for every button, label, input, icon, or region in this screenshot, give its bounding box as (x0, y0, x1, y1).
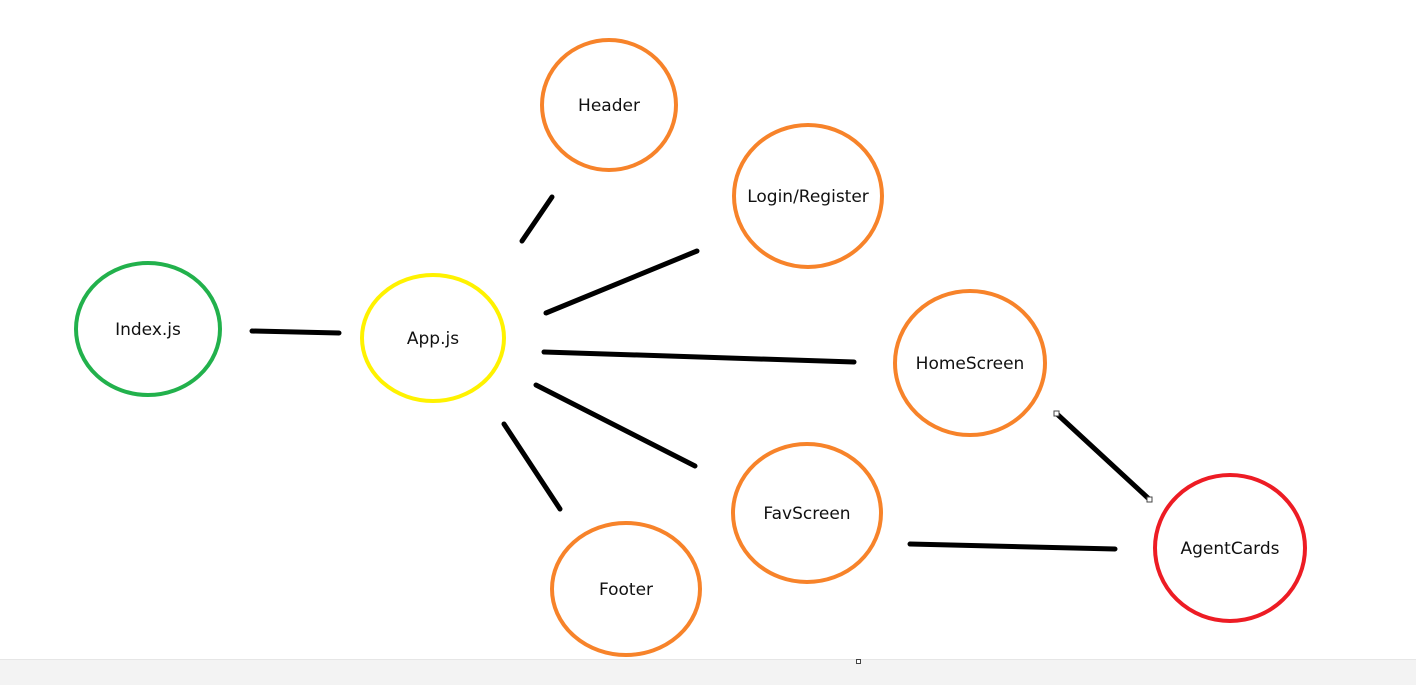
node-header[interactable]: Header (540, 38, 678, 172)
edge-app-home (541, 349, 857, 365)
edge-fav-agent (907, 541, 1118, 552)
node-home-circle (893, 289, 1047, 437)
node-index-label: Index.js (115, 320, 181, 340)
line-handle-end[interactable] (1146, 496, 1153, 503)
diagram-nodes: Index.js App.js HeaderLogin/RegisterHomeSc… (74, 38, 1307, 657)
node-agent-circle (1153, 473, 1307, 623)
node-footer-label: Footer (599, 580, 653, 600)
node-fav[interactable]: FavScreen (731, 442, 883, 584)
node-index[interactable]: Index.js (74, 261, 222, 397)
node-agent[interactable]: AgentCards (1153, 473, 1307, 623)
edge-app-footer (501, 421, 563, 512)
edge-app-header (519, 194, 555, 244)
node-fav-circle (731, 442, 883, 584)
line-handle-start[interactable] (1053, 410, 1060, 417)
node-index-circle (74, 261, 222, 397)
node-home[interactable]: HomeScreen (893, 289, 1047, 437)
node-app-label: App.js (407, 329, 459, 349)
node-footer[interactable]: Footer (550, 521, 702, 657)
resize-handle[interactable] (856, 659, 861, 664)
node-login[interactable]: Login/Register (732, 123, 884, 269)
node-header-label: Header (578, 96, 640, 116)
edge-home-agent (1054, 411, 1152, 502)
node-login-label: Login/Register (747, 187, 869, 207)
node-app-circle (360, 273, 506, 403)
node-agent-label: AgentCards (1181, 539, 1280, 559)
node-home-label: HomeScreen (916, 354, 1025, 374)
node-login-circle (732, 123, 884, 269)
node-app[interactable]: App.js (360, 273, 506, 403)
node-fav-label: FavScreen (763, 504, 850, 524)
edge-app-fav (533, 382, 698, 469)
node-footer-circle (550, 521, 702, 657)
edge-app-login (543, 248, 700, 316)
diagram-edges (249, 194, 1152, 552)
status-bar (0, 659, 1416, 685)
edge-index-app (249, 328, 342, 336)
node-header-circle (540, 38, 678, 172)
